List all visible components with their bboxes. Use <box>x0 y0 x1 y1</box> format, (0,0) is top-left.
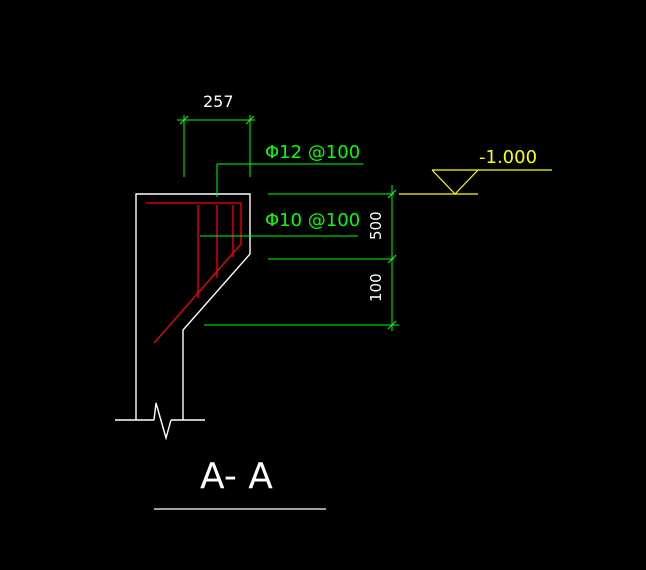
dimension-500-label: 500 <box>367 211 385 240</box>
dimension-257-label: 257 <box>203 92 234 111</box>
dimension-100-label: 100 <box>367 273 385 302</box>
rebar-top-label: Φ12 @100 <box>265 142 360 163</box>
concrete-section-outline <box>115 193 251 441</box>
dimension-lines <box>177 115 399 331</box>
rebar-lines <box>146 202 242 344</box>
section-title: A- A <box>200 456 273 497</box>
elevation-label: -1.000 <box>479 147 537 168</box>
elevation-marker <box>399 169 552 195</box>
rebar-middle-label: Φ10 @100 <box>265 210 360 231</box>
